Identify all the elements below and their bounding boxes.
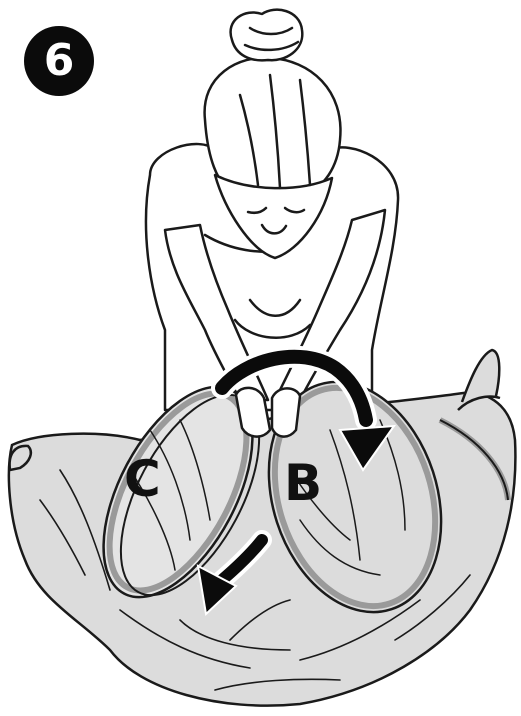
bag-handle [462, 350, 499, 402]
person-head [205, 58, 341, 195]
step-number-badge: 6 [24, 26, 94, 96]
step-number: 6 [44, 39, 75, 83]
hoop-c-label: C [124, 454, 161, 504]
right-hand [272, 388, 300, 436]
hoop-b-label: B [284, 458, 322, 508]
